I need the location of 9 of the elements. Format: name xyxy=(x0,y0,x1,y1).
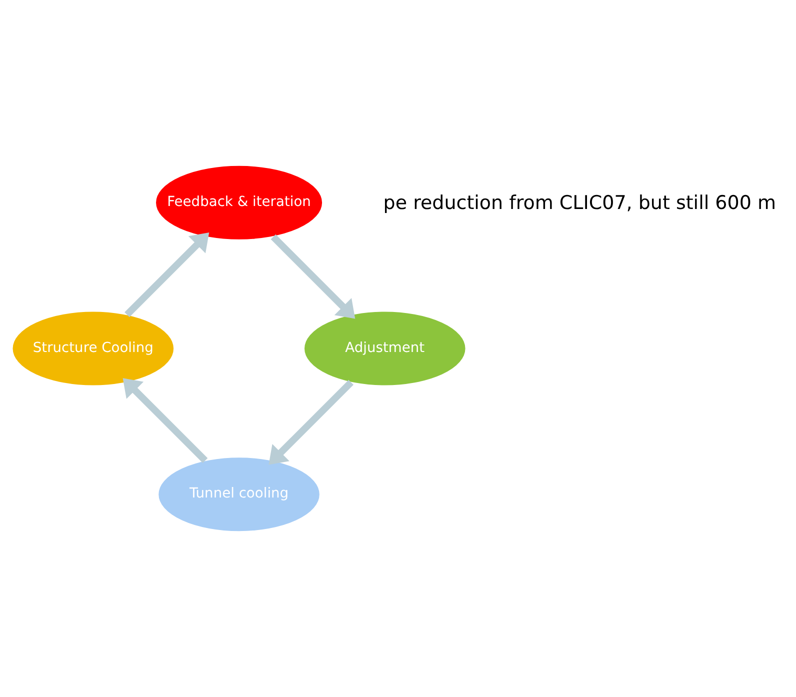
node-ellipse: Adjustment xyxy=(304,310,466,386)
arrow xyxy=(122,378,208,463)
node-ellipse: Feedback & iteration xyxy=(155,165,323,240)
arrow xyxy=(124,232,210,318)
node-ellipse: Structure Cooling xyxy=(12,310,174,386)
arrow xyxy=(270,234,356,319)
label: pe reduction from CLIC07, but still 600 m xyxy=(383,192,776,214)
arrow xyxy=(268,380,354,465)
node-ellipse: Tunnel cooling xyxy=(158,456,320,532)
